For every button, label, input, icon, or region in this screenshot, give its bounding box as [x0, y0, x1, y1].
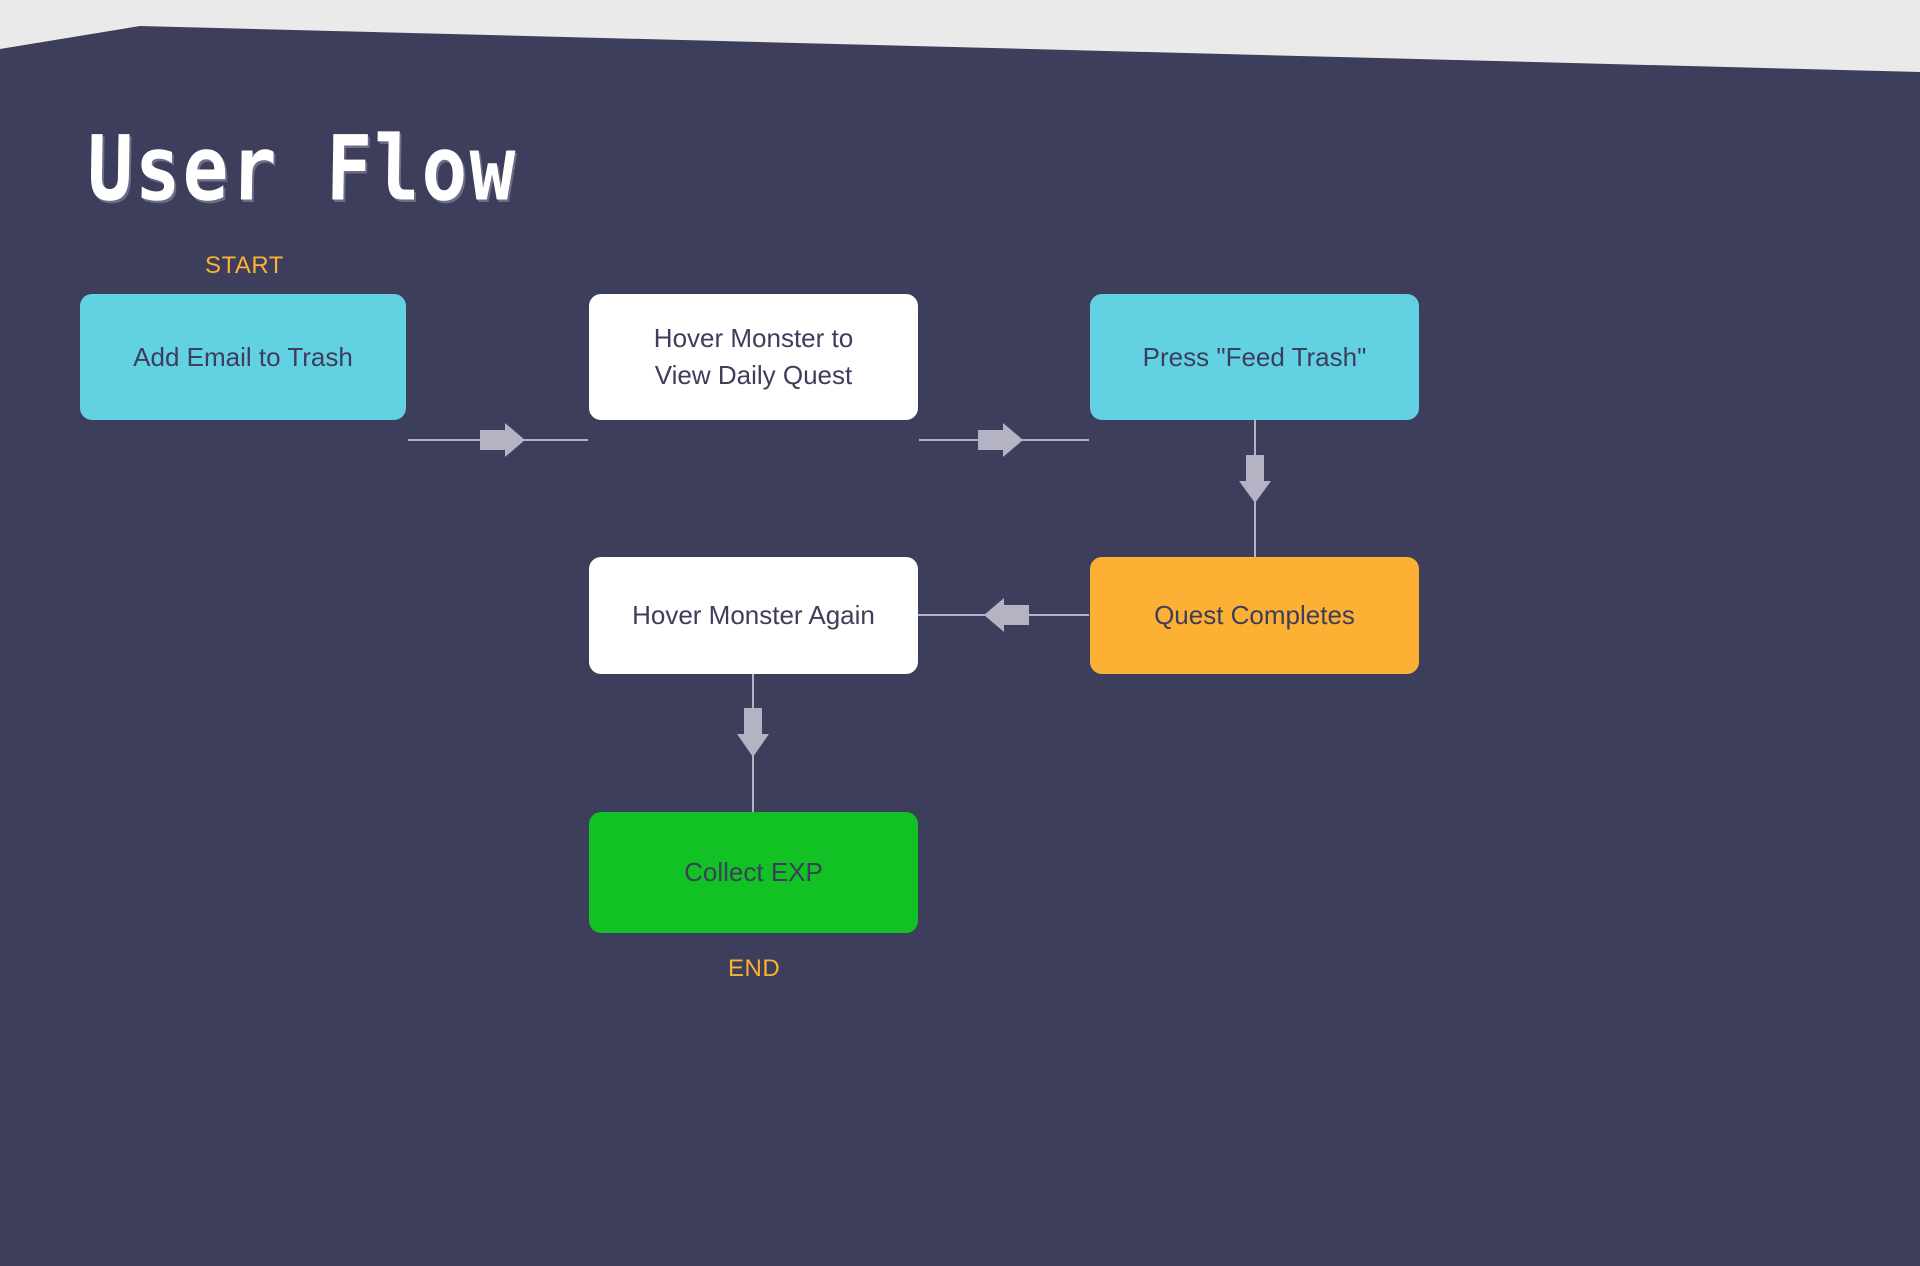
- flow-node-label: Hover Monster Again: [632, 600, 875, 631]
- start-caption: START: [205, 252, 284, 279]
- flow-node-hover-monster-again[interactable]: Hover Monster Again: [589, 557, 918, 674]
- flow-node-label: Press "Feed Trash": [1142, 341, 1367, 372]
- end-caption: END: [728, 955, 781, 982]
- flow-node-label: Quest Completes: [1154, 600, 1355, 631]
- flow-node-press-feed-trash[interactable]: Press "Feed Trash": [1090, 294, 1419, 420]
- flow-node-quest-completes[interactable]: Quest Completes: [1090, 557, 1419, 674]
- flow-node-add-email-to-trash[interactable]: Add Email to Trash: [80, 294, 406, 420]
- flow-node-hover-monster-view-daily-quest[interactable]: Hover Monster to View Daily Quest: [589, 294, 918, 420]
- flow-node-label: Collect EXP: [684, 857, 823, 888]
- flow-node-collect-exp[interactable]: Collect EXP: [589, 812, 918, 933]
- page-title: User Flow: [86, 115, 518, 221]
- flow-node-label-line-2: View Daily Quest: [654, 360, 853, 390]
- flow-node-label-line-1: Hover Monster to: [653, 323, 854, 354]
- flow-node-label: Add Email to Trash: [133, 341, 353, 372]
